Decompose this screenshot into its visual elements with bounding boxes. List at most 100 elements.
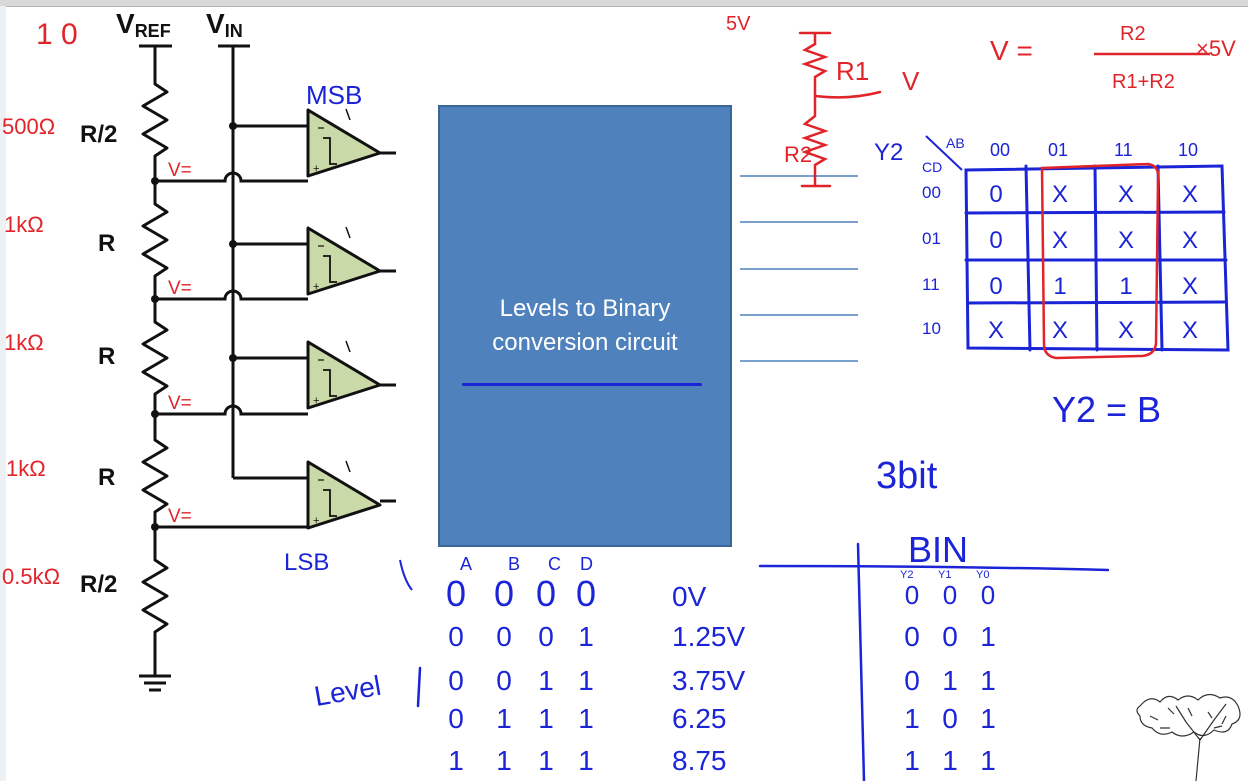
kmap-cell: X	[1052, 227, 1068, 254]
kmap-cell: X	[1118, 227, 1134, 254]
kmap-row-head: 00	[922, 183, 941, 202]
comparator-3: +	[306, 340, 382, 410]
plus-sign: +	[313, 515, 319, 527]
bin-cell: 1	[980, 621, 996, 652]
block-output-lines	[740, 175, 858, 362]
level-voltage: 1.25V	[672, 621, 745, 652]
abcd-cell: 1	[496, 745, 512, 776]
tree-logo	[1136, 693, 1241, 781]
comparator-body	[306, 460, 382, 530]
comparator-1: +	[306, 108, 382, 178]
hysteresis-symbol	[323, 137, 337, 165]
conversion-block-label: Levels to Binary conversion circuit	[438, 292, 732, 360]
abcd-cell: 1	[496, 703, 512, 734]
bin-sub-head: Y2	[900, 569, 913, 581]
resistor-label-1: R/2	[80, 121, 117, 148]
level-voltage: 8.75	[672, 745, 727, 776]
res-value-5: 0.5kΩ	[2, 564, 60, 589]
bin-cell: 1	[980, 665, 996, 696]
abcd-cell: 1	[578, 665, 594, 696]
kmap-cd-label: CD	[922, 159, 942, 175]
supply-pin	[345, 108, 351, 121]
res-value-3: 1kΩ	[4, 330, 44, 355]
comparator-2: +	[306, 226, 382, 296]
bin-cell: 0	[942, 621, 958, 652]
bin-cell: 0	[981, 580, 995, 610]
divider-formula: V = R2 R1+R2 ×5V	[990, 23, 1236, 93]
divider-r1: R1	[836, 56, 869, 86]
divider-r2: R2	[784, 142, 812, 167]
formula-numerator: R2	[1120, 23, 1146, 45]
red-annotations: 1 0 500Ω 1kΩ 1kΩ 1kΩ 0.5kΩ V= V= V= V=	[2, 18, 192, 589]
comparator-group: + + + +	[306, 108, 382, 530]
formula-denominator: R1+R2	[1112, 71, 1175, 93]
conversion-block-line-2: conversion circuit	[492, 329, 678, 356]
hysteresis-symbol	[323, 255, 337, 283]
node-label-3: V=	[168, 393, 192, 414]
abcd-cell: 0	[448, 621, 464, 652]
abcd-cell: 1	[578, 621, 594, 652]
kmap-cell: X	[1182, 317, 1198, 344]
kmap-cell: 1	[1053, 273, 1066, 300]
window-left-edge	[0, 6, 6, 781]
node-label-2: V=	[168, 278, 192, 299]
level-voltage: 3.75V	[672, 665, 745, 696]
hysteresis-symbol	[323, 369, 337, 397]
abcd-cell: 0	[536, 573, 556, 614]
resistor-label-5: R/2	[80, 571, 117, 598]
kmap-col-head: 11	[1114, 140, 1133, 160]
kmap-grouping-loop	[1040, 162, 1160, 360]
table-divider-vertical	[856, 542, 866, 781]
bin-cell: 1	[942, 745, 958, 776]
abcd-cell: 1	[538, 703, 554, 734]
kmap-cell: X	[1052, 317, 1068, 344]
kmap-cell: X	[988, 317, 1004, 344]
abcd-cell: 0	[496, 621, 512, 652]
comparator-body	[306, 340, 382, 410]
hysteresis-symbol	[323, 489, 337, 517]
resistor-4	[141, 434, 169, 516]
resistor-label-2: R	[98, 230, 115, 257]
level-voltage: 0V	[672, 581, 707, 612]
bin-sub-head: Y0	[976, 569, 989, 581]
kmap-y2-label: Y2	[874, 139, 903, 166]
kmap-cell: X	[1118, 317, 1134, 344]
abcd-head: A	[460, 554, 472, 574]
vin-label: VIN	[206, 8, 243, 41]
abcd-cell: 1	[578, 703, 594, 734]
conversion-block-line-1: Levels to Binary	[499, 295, 671, 322]
resistor-3	[141, 316, 169, 398]
divider-5v: 5V	[726, 13, 751, 35]
res-value-4: 1kΩ	[6, 456, 46, 481]
comparator-4: +	[306, 460, 382, 530]
node-label-1: V=	[168, 160, 192, 181]
bin-cell: 0	[904, 621, 920, 652]
abcd-cell: 1	[538, 745, 554, 776]
kmap-row-head: 01	[922, 229, 941, 248]
resistor-label-4: R	[98, 464, 115, 491]
divider-v: V	[902, 66, 920, 96]
node-label-4: V=	[168, 506, 192, 527]
kmap-cell: 1	[1119, 273, 1132, 300]
vref-label: VREF	[116, 8, 171, 41]
resistor-2	[141, 198, 169, 282]
bin-cell: 1	[980, 703, 996, 734]
kmap-row-head: 10	[922, 319, 941, 338]
resistor-1	[141, 78, 169, 165]
bin-sub-head: Y1	[938, 569, 951, 581]
level-bracket	[416, 666, 422, 708]
supply-pin	[345, 226, 351, 239]
three-bit-label: 3bit	[876, 455, 938, 497]
kmap-cell: X	[1182, 273, 1198, 300]
abcd-cell: 0	[576, 573, 596, 614]
supply-pin	[345, 340, 351, 353]
kmap-ab-label: AB	[946, 135, 965, 151]
circuit-wiring	[139, 44, 396, 692]
